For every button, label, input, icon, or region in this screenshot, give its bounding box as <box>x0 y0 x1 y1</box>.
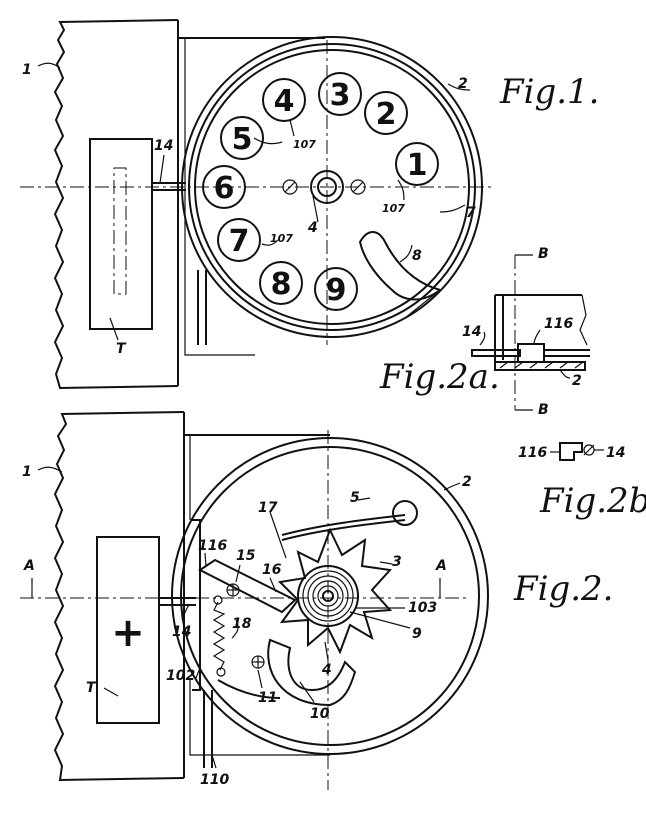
fig2-label-shaft: 4 <box>321 662 332 678</box>
fig2-box-symbol: + <box>111 610 145 656</box>
fig2a-slider <box>517 343 545 363</box>
fig2-wall <box>53 411 185 782</box>
dial-digit-3: 3 <box>330 78 351 113</box>
fig2a-title: Fig.2a. <box>379 357 500 397</box>
fig2b-title: Fig.2b. <box>539 481 646 521</box>
fig1-box-t <box>89 138 153 330</box>
fig2b-label-slider: 116 <box>518 445 547 461</box>
fig2-slider <box>198 558 297 614</box>
fig1-leaders <box>37 62 471 341</box>
fig1-label-housing: 2 <box>458 76 468 92</box>
fig1-hub <box>310 170 344 204</box>
fig1-label-hole-b: 107 <box>382 202 405 215</box>
fig2-lever <box>267 638 357 707</box>
fig2-label-housing: 2 <box>462 474 472 490</box>
fig2-label-ratchet: 3 <box>392 554 402 570</box>
fig2-label-rod: 14 <box>172 624 191 640</box>
fig2-drawing: + <box>20 411 489 790</box>
fig2-label-hub: 103 <box>408 600 437 616</box>
fig2-hub <box>297 565 359 627</box>
fig1-labels: 1 2 14 4 7 8 107 107 107 T Fig.1. <box>22 62 599 357</box>
fig2-label-tension-spring: 18 <box>232 616 252 632</box>
fig2a-label-rod: 14 <box>462 324 481 340</box>
fig2b-label-rod: 14 <box>606 445 625 461</box>
fig2-ratchet-wheel <box>277 527 393 655</box>
fig2-tension-spring <box>212 601 226 671</box>
fig2a-label-section-bottom: B <box>538 402 549 418</box>
dial-digit-4: 4 <box>274 84 295 119</box>
dial-hole-1: 1 <box>395 142 439 186</box>
fig2-spring-arm <box>281 514 406 536</box>
fig1-label-shaft: 4 <box>307 220 318 236</box>
fig1-label-rod: 14 <box>154 138 173 154</box>
fig2-label-slider: 116 <box>198 538 227 554</box>
fig2-label-pivot: 11 <box>258 690 277 706</box>
fig1-finger-stop <box>358 231 443 301</box>
fig1-title: Fig.1. <box>499 72 599 112</box>
fig2-label-pin: 15 <box>236 548 256 564</box>
fig1-label-disc: 7 <box>466 205 476 221</box>
fig2-box-t <box>96 536 160 724</box>
fig2-title: Fig.2. <box>513 569 613 609</box>
dial-digit-6: 6 <box>214 171 235 206</box>
fig2-housing-inner <box>180 446 480 746</box>
fig2-label-spring-arm: 5 <box>350 490 360 506</box>
fig2-label-lever: 10 <box>310 706 330 722</box>
dial-digit-5: 5 <box>232 122 253 157</box>
fig2-label-plate: 110 <box>200 772 229 788</box>
dial-digit-7: 7 <box>229 224 250 259</box>
dial-hole-6: 6 <box>202 165 246 209</box>
dial-hole-3: 3 <box>318 72 362 116</box>
dial-hole-4: 4 <box>262 78 306 122</box>
fig2a-label-housing: 2 <box>572 373 582 389</box>
fig2b-slider <box>559 442 583 461</box>
fig1-label-hole-c: 107 <box>270 232 293 245</box>
fig2-label-section-right: A <box>435 558 447 574</box>
fig2-label-pawl: 16 <box>262 562 282 578</box>
dial-hole-7: 7 <box>217 218 261 262</box>
fig1-label-hole-a: 107 <box>293 138 316 151</box>
dial-holes: 1 2 3 4 5 6 7 8 <box>202 72 439 311</box>
fig2a-label-section-top: B <box>538 246 549 262</box>
fig2a-label-slider: 116 <box>544 316 573 332</box>
dial-hole-2: 2 <box>364 91 408 135</box>
fig2-label-box: T <box>86 680 97 696</box>
fig1-wall <box>53 19 179 390</box>
dial-digit-2: 2 <box>376 97 397 132</box>
fig2a-drawing: 14 116 2 B B Fig.2a. <box>379 246 590 418</box>
dial-digit-9: 9 <box>326 273 347 308</box>
fig2-label-section-left: A <box>23 558 35 574</box>
fig1-label-wall: 1 <box>22 62 32 78</box>
dial-digit-8: 8 <box>271 267 292 302</box>
fig2-label-bracket: 102 <box>166 668 195 684</box>
fig1-label-finger-stop: 8 <box>412 248 422 264</box>
fig2-label-pawl-top: 17 <box>258 500 278 516</box>
dial-digit-1: 1 <box>407 148 428 183</box>
fig1-drawing <box>20 19 495 390</box>
fig2-label-wall: 1 <box>22 464 32 480</box>
fig2-label-coil: 9 <box>412 626 422 642</box>
dial-hole-9: 9 <box>314 267 358 311</box>
fig2b-drawing: 116 14 Fig.2b. <box>518 442 646 521</box>
fig1-label-box: T <box>116 341 127 357</box>
dial-hole-8: 8 <box>259 261 303 305</box>
dial-hole-5: 5 <box>220 116 264 160</box>
fig2-labels: 1 2 5 17 3 103 9 4 10 11 15 16 116 18 14… <box>22 464 613 788</box>
fig2a-rod <box>471 349 521 357</box>
